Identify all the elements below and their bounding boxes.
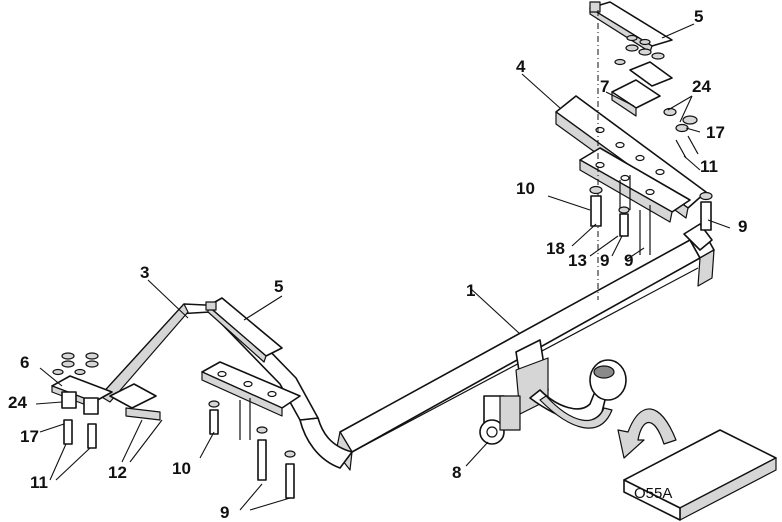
left-side-arm-part-3: [99, 303, 319, 440]
crossbar-part-1: [299, 223, 715, 471]
callout-24-left: 24: [8, 393, 27, 412]
callout-6: 6: [20, 353, 29, 372]
callout-5-top: 5: [694, 7, 703, 26]
callout-9-bottom: 9: [220, 503, 229, 522]
callout-10-right: 10: [516, 179, 535, 198]
right-hardware: [589, 10, 713, 300]
orientation-arrow: [617, 408, 677, 459]
top-strap-part-5: [589, 1, 673, 53]
callout-4: 4: [516, 57, 526, 76]
left-hardware: [52, 352, 296, 499]
callout-9-mid-b: 9: [624, 251, 633, 270]
left-strap-part-5: [205, 297, 283, 363]
callout-17-right: 17: [706, 123, 725, 142]
callout-13: 13: [568, 251, 587, 270]
left-bracket-part-6: [51, 375, 113, 415]
callout-3: 3: [140, 263, 149, 282]
callout-11-left: 11: [30, 473, 48, 492]
small-bracket-part-7: [611, 61, 673, 117]
callout-9-mid: 9: [600, 251, 609, 270]
callout-18: 18: [546, 239, 565, 258]
callout-1: 1: [466, 281, 475, 300]
callout-12: 12: [108, 463, 127, 482]
callouts: 1 3 4 5 5 6 7 8 9 9 9 9 10 10 11 11: [8, 7, 747, 522]
vehicle-code-label: O55A: [634, 485, 672, 502]
towball-and-socket-part-8: [479, 339, 627, 445]
callout-9-right: 9: [738, 217, 747, 236]
callout-7: 7: [600, 77, 609, 96]
callout-8: 8: [452, 463, 461, 482]
callout-10-left: 10: [172, 459, 191, 478]
vehicle-code-box: O55A: [623, 429, 777, 521]
callout-17-left: 17: [20, 427, 39, 446]
callout-11-right: 11: [700, 157, 718, 176]
callout-24-right: 24: [692, 77, 711, 96]
callout-5-left: 5: [274, 277, 283, 296]
